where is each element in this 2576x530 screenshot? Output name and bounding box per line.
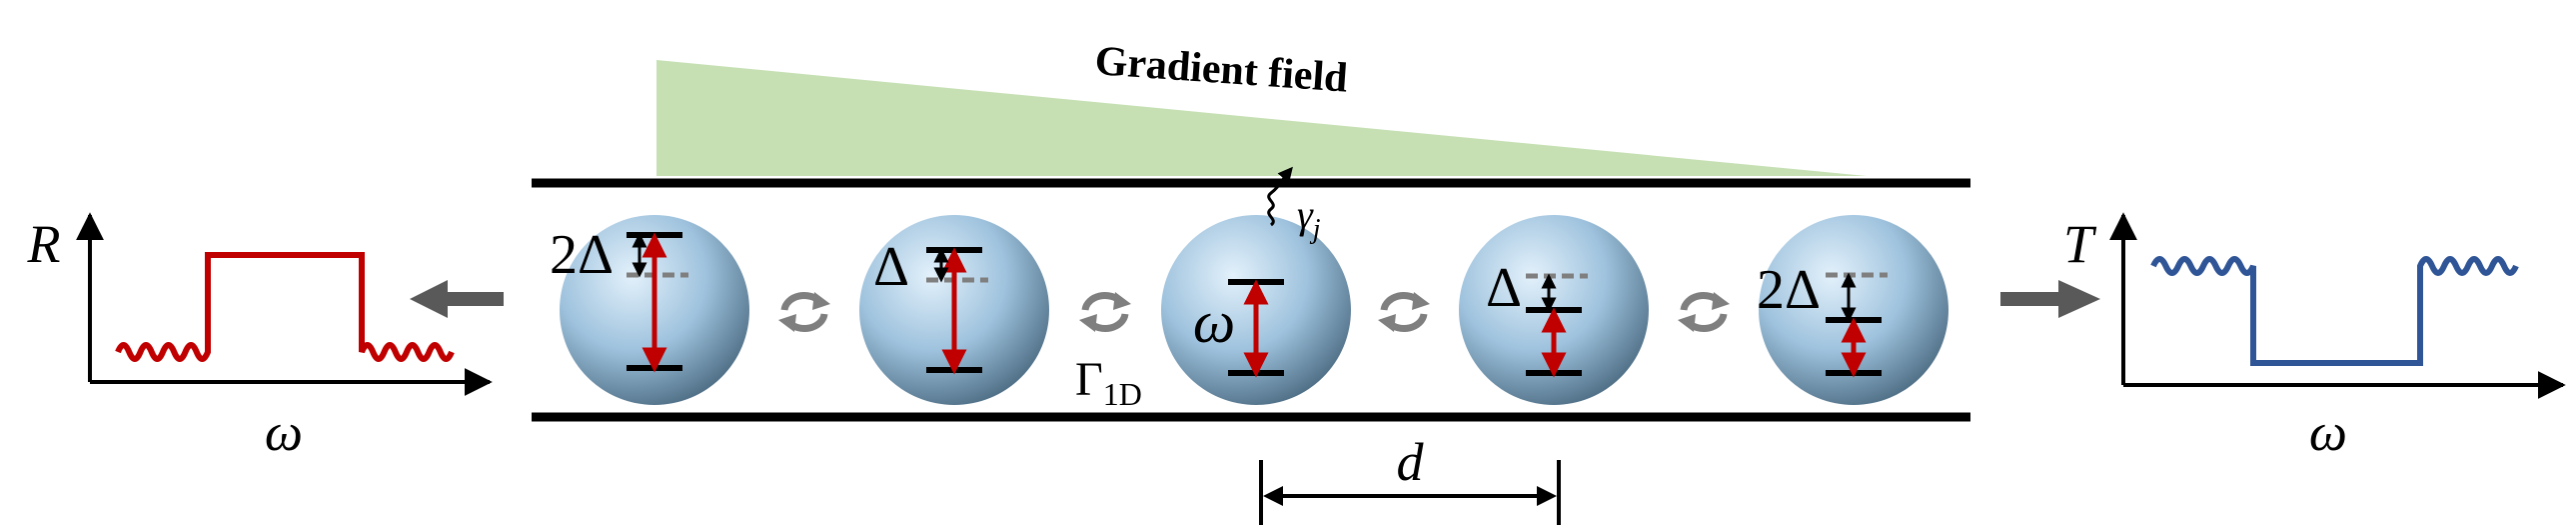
atom-detuning-label: 2Δ — [550, 224, 614, 286]
gradient-field-wedge — [656, 60, 1867, 176]
spacing-indicator: d — [1259, 432, 1561, 525]
atom-3: ω — [1161, 215, 1351, 405]
reflection-y-label: R — [27, 214, 61, 274]
spacing-label: d — [1397, 432, 1425, 492]
transmission-plot: T ω — [2063, 212, 2566, 462]
coupling-swap-icon — [1079, 292, 1131, 332]
coupling-label: Γ1D — [1075, 353, 1142, 412]
transmission-spectrum-curve — [2150, 256, 2519, 366]
transmission-y-label: T — [2063, 214, 2097, 274]
reflection-x-label: ω — [265, 402, 303, 462]
coupling-swap-icon — [1378, 292, 1430, 332]
atom-detuning-label: Δ — [873, 236, 909, 298]
decay-wavy-arrow — [1267, 166, 1293, 227]
atom-1: 2Δ — [550, 215, 749, 405]
reflected-wave-arrow — [410, 280, 504, 318]
transmitted-wave-arrow — [2000, 280, 2100, 318]
atom-4: Δ — [1459, 215, 1649, 405]
decay-rate-label: γj — [1297, 192, 1321, 245]
atom-5: 2Δ — [1757, 215, 1948, 405]
gradient-field-label: Gradient field — [1093, 38, 1349, 102]
coupling-swap-icon — [1678, 292, 1730, 332]
reflection-plot: R ω — [27, 212, 493, 462]
reflection-spectrum-curve — [115, 252, 455, 362]
atom-detuning-label: ω — [1193, 289, 1235, 355]
coupling-arrows — [778, 292, 1730, 332]
transmission-x-label: ω — [2309, 402, 2347, 462]
atom-2: Δ — [859, 215, 1049, 405]
atom-detuning-label: Δ — [1486, 257, 1522, 319]
atoms-layer: 2Δ Δω Δ 2Δ — [550, 215, 1948, 405]
atom-detuning-label: 2Δ — [1757, 259, 1821, 321]
coupling-swap-icon — [778, 292, 830, 332]
